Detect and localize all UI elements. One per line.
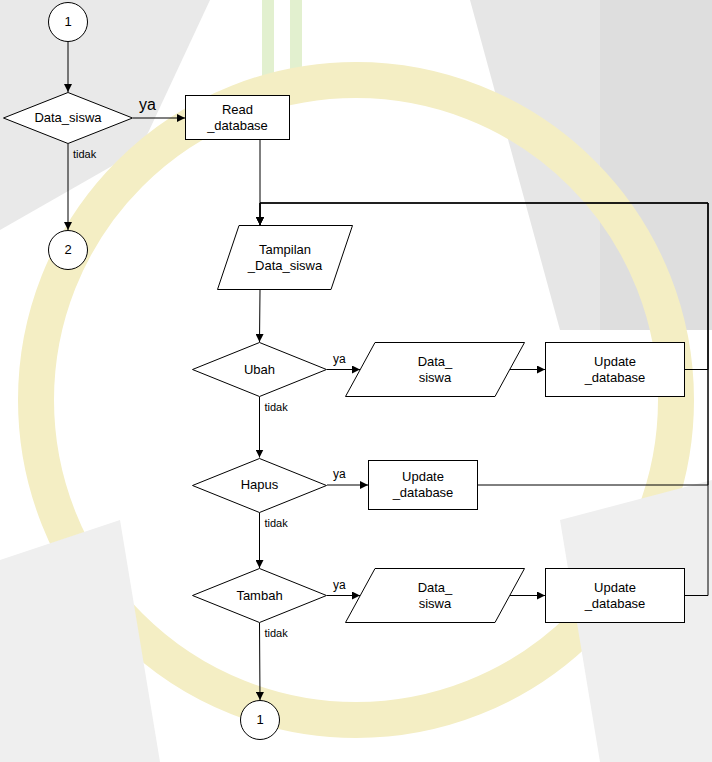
decision-diamond: Data_siswa — [3, 92, 133, 144]
decision-diamond: Ubah — [192, 342, 327, 397]
node-label: Tambah — [236, 588, 282, 604]
process-box: Update _database — [545, 342, 685, 397]
flow-arrow — [259, 513, 260, 569]
flow-arrow — [259, 623, 261, 700]
edge-label: ya — [333, 353, 346, 366]
edge-label: ya — [333, 579, 346, 592]
flow-arrow — [327, 369, 360, 370]
flow-arrow — [68, 144, 69, 230]
node-label: Hapus — [241, 477, 279, 493]
watermark-shape — [0, 520, 160, 762]
node-label: Data_siswa — [34, 110, 101, 126]
flow-arrow — [68, 42, 69, 92]
node-label: Data_ siswa — [408, 580, 463, 611]
flow-arrow — [327, 485, 368, 486]
edge-label: tidak — [265, 627, 288, 639]
flow-arrow — [259, 290, 261, 342]
node-label: Update _database — [578, 354, 653, 385]
connector-circle: 1 — [240, 700, 280, 740]
edge-label: ya — [333, 468, 346, 481]
edge-label: tidak — [265, 517, 288, 529]
edge-label: tidak — [73, 148, 96, 160]
node-label: 1 — [64, 14, 71, 30]
node-label: Data_ siswa — [408, 354, 463, 385]
watermark-bar — [262, 0, 274, 80]
flow-arrow — [510, 595, 545, 596]
flow-arrow — [133, 118, 185, 119]
node-label: 2 — [64, 242, 71, 258]
process-box: Update _database — [368, 460, 478, 510]
edge-label: tidak — [265, 401, 288, 413]
edge-label: ya — [139, 96, 156, 114]
decision-diamond: Hapus — [192, 458, 327, 513]
decision-diamond: Tambah — [192, 568, 327, 623]
flow-arrow — [510, 369, 545, 370]
io-parallelogram: Data_ siswa — [345, 342, 525, 397]
flow-arrow — [327, 595, 360, 596]
node-label: Ubah — [244, 362, 275, 378]
node-label: Update _database — [386, 469, 461, 500]
connector-circle: 1 — [48, 2, 88, 42]
io-parallelogram: Data_ siswa — [345, 568, 525, 623]
process-box: Update _database — [545, 568, 685, 623]
node-label: Read _database — [200, 102, 275, 133]
node-label: Update _database — [578, 580, 653, 611]
node-label: Tampilan _Data_siswa — [245, 242, 325, 273]
io-parallelogram: Tampilan _Data_siswa — [217, 225, 353, 290]
node-label: 1 — [256, 712, 263, 728]
connector-circle: 2 — [48, 230, 88, 270]
flow-arrow — [259, 397, 260, 458]
process-box: Read _database — [185, 95, 290, 140]
